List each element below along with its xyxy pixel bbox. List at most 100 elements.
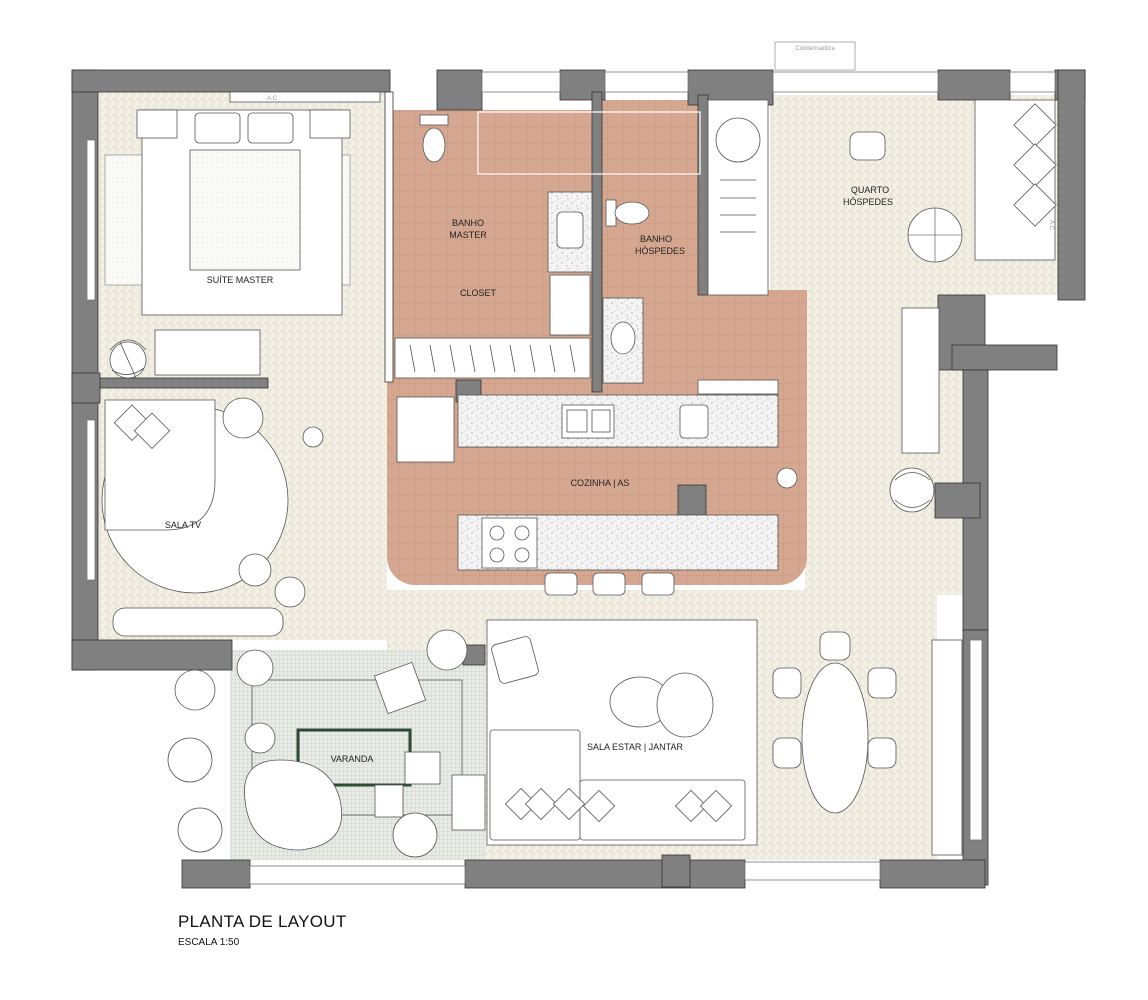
fridge	[396, 396, 455, 463]
side-table-tv	[222, 397, 264, 439]
toilet-master	[422, 127, 446, 163]
wall-right-step2	[951, 344, 1058, 371]
living-ottoman	[491, 636, 539, 684]
windows	[86, 71, 1056, 885]
coffee-table-2	[656, 672, 714, 738]
plant-varanda-5	[426, 629, 468, 671]
wall-bottom-varanda-l	[181, 859, 251, 889]
varanda-stool	[244, 722, 276, 754]
condensadora-label: Condensadora	[795, 46, 835, 52]
dining-chair-5	[819, 631, 851, 661]
wardrobe-hangers	[720, 179, 756, 233]
pillow-tv-2	[133, 412, 171, 449]
condensadora-unit: Condensadora	[774, 41, 856, 71]
kitchen-vent	[697, 379, 779, 395]
wall-top-right	[937, 69, 1011, 101]
label-quarto-hospedes-2: HÓSPEDES	[843, 197, 893, 207]
label-sala-tv: SALA TV	[165, 520, 201, 530]
window-right-living	[969, 639, 983, 841]
plant-corridor	[889, 467, 935, 513]
wall-top-mid	[436, 69, 483, 111]
wall-int-suite-bottom	[97, 377, 269, 389]
label-suite-master: SUÍTE MASTER	[207, 275, 274, 285]
stool-tv-1	[238, 553, 272, 587]
cooktop	[481, 517, 538, 569]
sofa-pillow-3	[552, 787, 586, 821]
window-top-1	[481, 71, 561, 93]
tv-console	[112, 607, 284, 637]
sofa-chaise	[489, 729, 581, 841]
varanda-chair-1	[373, 661, 427, 715]
plant-varanda-2	[167, 737, 213, 783]
plant-varanda-3	[177, 807, 223, 853]
dining-chair-4	[867, 737, 897, 769]
toilet-hospedes-tank	[605, 199, 617, 227]
bar-stool-1	[544, 572, 578, 596]
corridor-furniture	[889, 307, 963, 856]
pillow-h-3	[1013, 183, 1057, 227]
nightstand-1	[136, 109, 178, 139]
closet-cabinet	[549, 274, 591, 336]
desk-chair	[849, 131, 886, 161]
wall-int-pillar-6	[661, 854, 691, 888]
dining-chair-1	[772, 667, 802, 699]
nightstand-2	[309, 109, 351, 139]
wall-int-pillar-2	[677, 484, 707, 516]
dining-chair-2	[772, 737, 802, 769]
label-ac-quarto: A.C	[1048, 220, 1054, 231]
label-ac-suite: A.C	[267, 96, 278, 102]
sala-estar-furniture	[486, 619, 897, 846]
sofa-main	[579, 779, 746, 841]
wall-top-left	[71, 69, 391, 93]
lounge-chair	[244, 759, 342, 851]
corridor-cabinet	[901, 307, 940, 454]
bed-master-blanket	[189, 149, 301, 271]
wall-int-1	[384, 91, 394, 383]
plant-suite	[109, 339, 147, 379]
sofa-pillow-5	[674, 789, 708, 823]
quarto-furniture	[849, 99, 1057, 263]
varanda-ottoman	[404, 751, 441, 785]
varanda-cabinet	[451, 774, 486, 831]
dining-chair-3	[867, 667, 897, 699]
wall-left-upper	[71, 69, 99, 391]
sofa-pillow-2	[524, 787, 558, 821]
wall-right-upper	[1057, 69, 1086, 301]
pillow-h-1	[1013, 103, 1057, 147]
dishwasher	[679, 404, 709, 439]
wall-bottom-mid	[464, 859, 746, 889]
sink-bowl	[566, 409, 588, 433]
sala-tv-furniture	[101, 397, 324, 637]
sink-basin	[556, 211, 584, 249]
sink-bowl-2	[591, 409, 611, 433]
label-cozinha: COZINHA | AS	[571, 478, 630, 488]
sofa-pillow-6	[699, 789, 733, 823]
wall-bottom-left	[71, 639, 233, 671]
window-bottom-living	[744, 861, 881, 881]
label-banho-hospedes-1: BANHO	[640, 234, 672, 244]
label-banho-master-1: BANHO	[452, 218, 484, 228]
wall-int-bath-div	[591, 91, 603, 393]
bar-stool-2	[592, 572, 626, 596]
label-varanda: VARANDA	[331, 754, 374, 764]
person-tv	[302, 426, 324, 448]
banho-master-fixtures	[394, 111, 701, 379]
dining-table	[801, 662, 869, 814]
floor-corridor-tile	[700, 290, 807, 390]
label-quarto-hospedes-1: QUARTO	[851, 185, 889, 195]
plant-varanda-4	[392, 812, 438, 858]
living-sideboard	[931, 639, 963, 856]
window-suite	[86, 139, 96, 301]
suite-furniture	[104, 91, 381, 376]
plant-varanda-6	[236, 649, 274, 687]
sofa-pillow-4	[582, 789, 616, 823]
pillow-2	[247, 112, 294, 144]
pillow-1	[194, 112, 241, 144]
counter-back	[457, 394, 779, 448]
washer	[715, 117, 761, 163]
window-top-3	[772, 71, 939, 93]
window-top-4	[1009, 71, 1056, 93]
wall-int-pillar-3	[934, 482, 981, 519]
drawing-scale: ESCALA 1:50	[178, 937, 240, 948]
